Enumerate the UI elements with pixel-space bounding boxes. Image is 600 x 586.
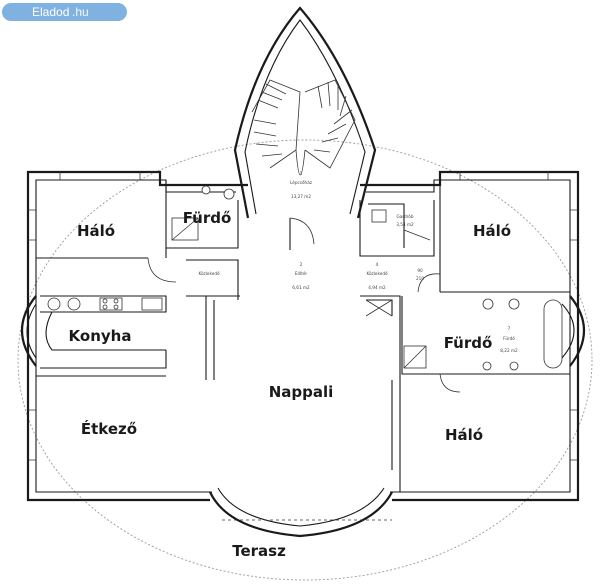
label-konyha: Konyha xyxy=(69,327,132,345)
bidet-right xyxy=(482,298,494,310)
burner-2 xyxy=(113,298,119,304)
burner-1 xyxy=(102,298,108,304)
sink-bowl-2 xyxy=(67,297,81,311)
tag-dim-210: 210 xyxy=(416,276,424,281)
label-nappali: Nappali xyxy=(269,383,334,401)
label-furdo-right: Fürdő xyxy=(444,334,493,352)
tag-r5-name: Gardrób xyxy=(397,214,414,219)
tag-dim-90: 90 xyxy=(417,268,423,273)
tag-r1-area: 13,27 m2 xyxy=(291,194,311,199)
label-halo-right-top: Háló xyxy=(473,222,511,240)
watermark-brand: Eladod xyxy=(32,5,70,19)
burner-4 xyxy=(113,304,119,310)
burner-3 xyxy=(102,304,108,310)
tag-r2-area: 6,61 m2 xyxy=(292,285,310,290)
label-furdo-top: Fürdő xyxy=(183,209,232,227)
toilet-right xyxy=(508,298,520,310)
outer-walls xyxy=(20,170,586,538)
tag-r7-num: 7 xyxy=(508,326,511,331)
sink-bowl-1 xyxy=(47,297,61,311)
bathtub xyxy=(543,299,563,369)
label-etkezo: Étkező xyxy=(81,419,137,438)
watermark-tld: .hu xyxy=(72,5,89,19)
tag-r1-num: 1 xyxy=(300,171,303,176)
watermark-badge: Eladod .hu xyxy=(2,3,127,21)
stair-tower xyxy=(233,6,377,219)
sink-right-2 xyxy=(509,361,519,371)
tag-r4-area: 4,94 m2 xyxy=(368,285,386,290)
label-halo-left: Háló xyxy=(77,222,115,240)
site-outline-ellipse xyxy=(17,139,593,581)
fridge xyxy=(141,297,163,311)
wardrobe-fixture xyxy=(371,209,387,223)
tag-r1-name: Lépcsőház xyxy=(290,180,313,185)
label-terasz: Terasz xyxy=(232,542,286,560)
tag-r2-name: Előtér xyxy=(295,271,308,276)
sink-right-1 xyxy=(482,361,492,371)
window-marks xyxy=(28,172,578,461)
interior-walls xyxy=(36,180,570,521)
label-halo-right-bottom: Háló xyxy=(445,426,483,444)
tag-r4-name: Közlekedő xyxy=(366,271,388,276)
stair-treads xyxy=(253,81,353,157)
tag-r5-area: 3,54 m2 xyxy=(396,222,414,227)
tag-r7-area: 8,22 m2 xyxy=(500,348,518,353)
tag-r2-num: 2 xyxy=(300,262,303,267)
tag-r7-name: Fürdő xyxy=(503,336,515,341)
toilet-top xyxy=(223,188,235,200)
tag-r3-name: Közlekedő xyxy=(198,271,220,276)
sink-top xyxy=(201,185,211,195)
tag-r4-num: 4 xyxy=(376,262,379,267)
